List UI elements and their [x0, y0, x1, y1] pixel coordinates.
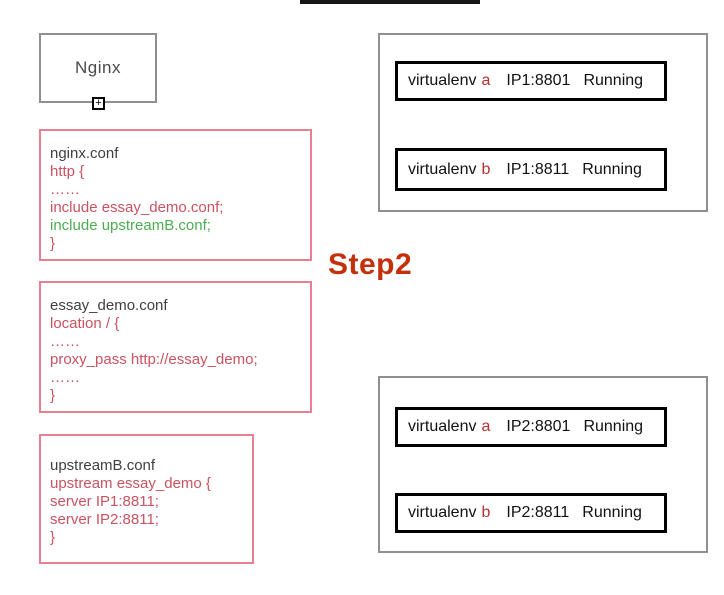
server-group-ip1: virtualenv a IP1:8801 Running virtualenv… — [378, 33, 708, 212]
step-label: Step2 — [328, 248, 413, 281]
server-node-virtualenv-a-ip2: virtualenv a IP2:8801 Running — [395, 407, 667, 447]
config-line: server IP2:8811; — [50, 511, 159, 528]
nginx-node-label: Nginx — [75, 58, 121, 77]
server-address: IP1:8801 — [506, 72, 571, 89]
server-name: virtualenv — [408, 160, 477, 178]
server-status: Running — [582, 504, 642, 521]
config-line: } — [50, 235, 56, 252]
server-status: Running — [582, 160, 642, 178]
config-box-essay-demo-conf: essay_demo.conf location / { …… proxy_pa… — [39, 281, 312, 413]
config-box-nginx-conf: nginx.conf http { …… include essay_demo.… — [39, 129, 312, 261]
server-status: Running — [583, 72, 644, 89]
server-name: virtualenv — [408, 72, 477, 89]
config-box-upstreamb-conf: upstreamB.conf upstream essay_demo { ser… — [39, 434, 254, 564]
server-node-virtualenv-b-ip1: virtualenv b IP1:8811 Running — [395, 148, 667, 191]
server-env: a — [481, 72, 491, 89]
config-line: …… — [50, 333, 80, 350]
server-name: virtualenv — [408, 504, 477, 521]
server-status: Running — [583, 418, 644, 435]
server-address: IP1:8811 — [506, 160, 570, 178]
config-line: …… — [50, 369, 80, 386]
server-node-virtualenv-b-ip2: virtualenv b IP2:8811 Running — [395, 493, 667, 533]
config-line: http { — [50, 163, 85, 180]
server-env: b — [481, 504, 491, 521]
server-node-virtualenv-a-ip1: virtualenv a IP1:8801 Running — [395, 61, 667, 101]
config-line: include upstreamB.conf; — [50, 217, 211, 234]
server-group-ip2: virtualenv a IP2:8801 Running virtualenv… — [378, 376, 708, 553]
config-box-title: essay_demo.conf — [50, 297, 168, 314]
server-address: IP2:8811 — [506, 504, 570, 521]
server-name: virtualenv — [408, 418, 477, 435]
config-line: proxy_pass http://essay_demo; — [50, 351, 258, 368]
nginx-node: Nginx — [39, 33, 157, 103]
cropped-edge-artifact — [300, 0, 480, 4]
config-line: upstream essay_demo { — [50, 475, 211, 492]
config-box-title: nginx.conf — [50, 145, 119, 162]
server-env: a — [481, 418, 491, 435]
config-line: server IP1:8811; — [50, 493, 159, 510]
config-line: include essay_demo.conf; — [50, 199, 224, 216]
server-env: b — [481, 160, 491, 178]
config-line: …… — [50, 181, 80, 198]
config-box-title: upstreamB.conf — [50, 457, 156, 474]
server-address: IP2:8801 — [506, 418, 571, 435]
config-line: } — [50, 387, 56, 404]
config-line: location / { — [50, 315, 120, 332]
plus-icon[interactable]: + — [92, 97, 105, 110]
config-line: } — [50, 529, 56, 546]
